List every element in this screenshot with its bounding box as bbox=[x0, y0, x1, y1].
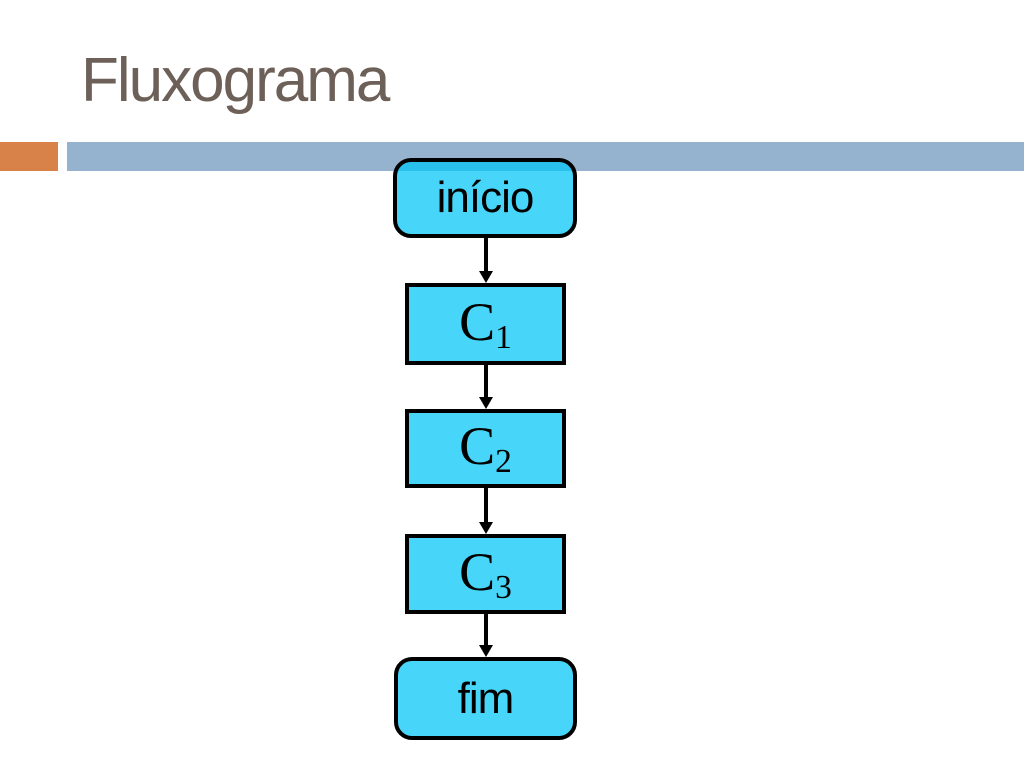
flow-node-c2-label-subscript: 2 bbox=[495, 443, 512, 481]
flow-node-c3-label-main: C bbox=[459, 541, 496, 602]
flow-arrow-down-icon bbox=[479, 614, 493, 657]
flow-node-end: fim bbox=[394, 657, 577, 740]
flow-node-c3-label-subscript: 3 bbox=[495, 569, 512, 607]
slide-title: Fluxograma bbox=[81, 46, 390, 115]
flow-node-c1: C1 bbox=[405, 283, 566, 365]
accent-bar-orange bbox=[0, 142, 58, 171]
flow-node-c1-label-subscript: 1 bbox=[495, 319, 512, 357]
flow-arrow-down-icon bbox=[479, 238, 493, 283]
flow-node-c2: C2 bbox=[405, 409, 566, 488]
flow-arrow-down-icon bbox=[479, 488, 493, 534]
flow-node-start-label: início bbox=[436, 173, 535, 222]
flow-node-c1-label-main: C bbox=[459, 291, 496, 352]
flow-node-c3: C3 bbox=[405, 534, 566, 614]
flow-node-c1-label: C1 bbox=[459, 291, 512, 357]
flow-node-start: início bbox=[393, 158, 577, 238]
flow-arrow-down-icon bbox=[479, 365, 493, 409]
flow-node-c2-label-main: C bbox=[459, 416, 496, 477]
flow-node-c2-label: C2 bbox=[459, 415, 512, 481]
flow-node-c3-label: C3 bbox=[459, 541, 512, 607]
flow-node-end-label: fim bbox=[457, 673, 515, 723]
